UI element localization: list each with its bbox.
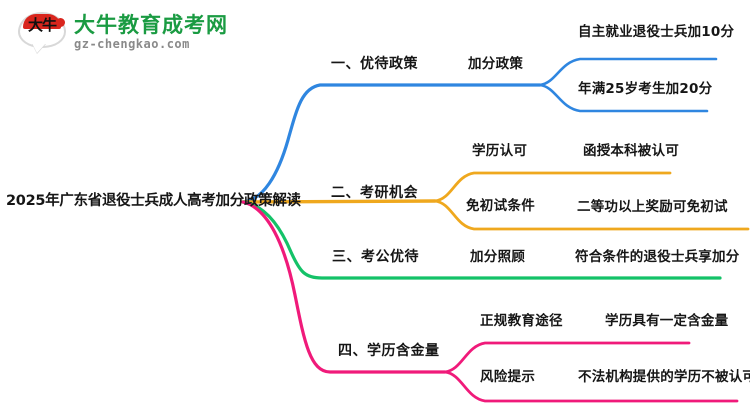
branch-2-child-1-label: 学历认可 [472, 143, 528, 159]
branch-line-2-leaf-2 [433, 199, 750, 231]
branch-4-child-1-label: 正规教育途径 [480, 313, 563, 329]
branch-1-label: 一、优待政策 [331, 56, 418, 72]
logo-title: 大牛教育成考网 [74, 12, 228, 37]
branch-2-label: 二、考研机会 [331, 185, 418, 201]
branch-line-3-trunk [241, 200, 722, 280]
branch-4-child-2-label: 风险提示 [480, 369, 536, 385]
branch-line-4-leaf-2 [443, 370, 739, 403]
branch-1-child-1-label: 加分政策 [468, 56, 524, 72]
site-logo: 大牛 大牛教育成考网 gz-chengkao.com [18, 10, 228, 54]
branch-line-4-trunk [241, 200, 447, 374]
branch-1-leaf-2-label: 年满25岁考生加20分 [578, 81, 713, 97]
branch-line-1-leaf-2 [538, 83, 709, 113]
branch-2-leaf-1-label: 函授本科被认可 [583, 143, 679, 159]
branch-line-1-trunk [241, 83, 542, 204]
branch-4-label: 四、学历含金量 [338, 343, 440, 359]
branch-2-leaf-2-label: 二等功以上奖励可免初试 [577, 199, 728, 215]
branch-3-leaf-1-label: 符合条件的退役士兵享加分 [575, 249, 740, 265]
branch-3-label: 三、考公优待 [332, 249, 419, 265]
root-node-label: 2025年广东省退役士兵成人高考加分政策解读 [6, 193, 301, 209]
logo-subtitle: gz-chengkao.com [74, 36, 190, 51]
branch-line-2-leaf-1 [433, 171, 672, 203]
branch-3-child-1-label: 加分照顾 [470, 249, 526, 265]
branch-4-leaf-2-label: 不法机构提供的学历不被认可 [578, 369, 750, 385]
logo-bubble-icon: 大牛 [18, 10, 68, 54]
branch-4-leaf-1-label: 学历具有一定含金量 [605, 313, 729, 329]
branch-line-4-leaf-1 [443, 341, 691, 374]
branch-line-2-trunk [241, 199, 437, 204]
branch-line-1-leaf-1 [538, 57, 718, 87]
branch-1-leaf-1-label: 自主就业退役士兵加10分 [578, 24, 735, 40]
branch-2-child-2-label: 免初试条件 [466, 198, 535, 214]
logo-mark-text: 大牛 [27, 16, 57, 34]
